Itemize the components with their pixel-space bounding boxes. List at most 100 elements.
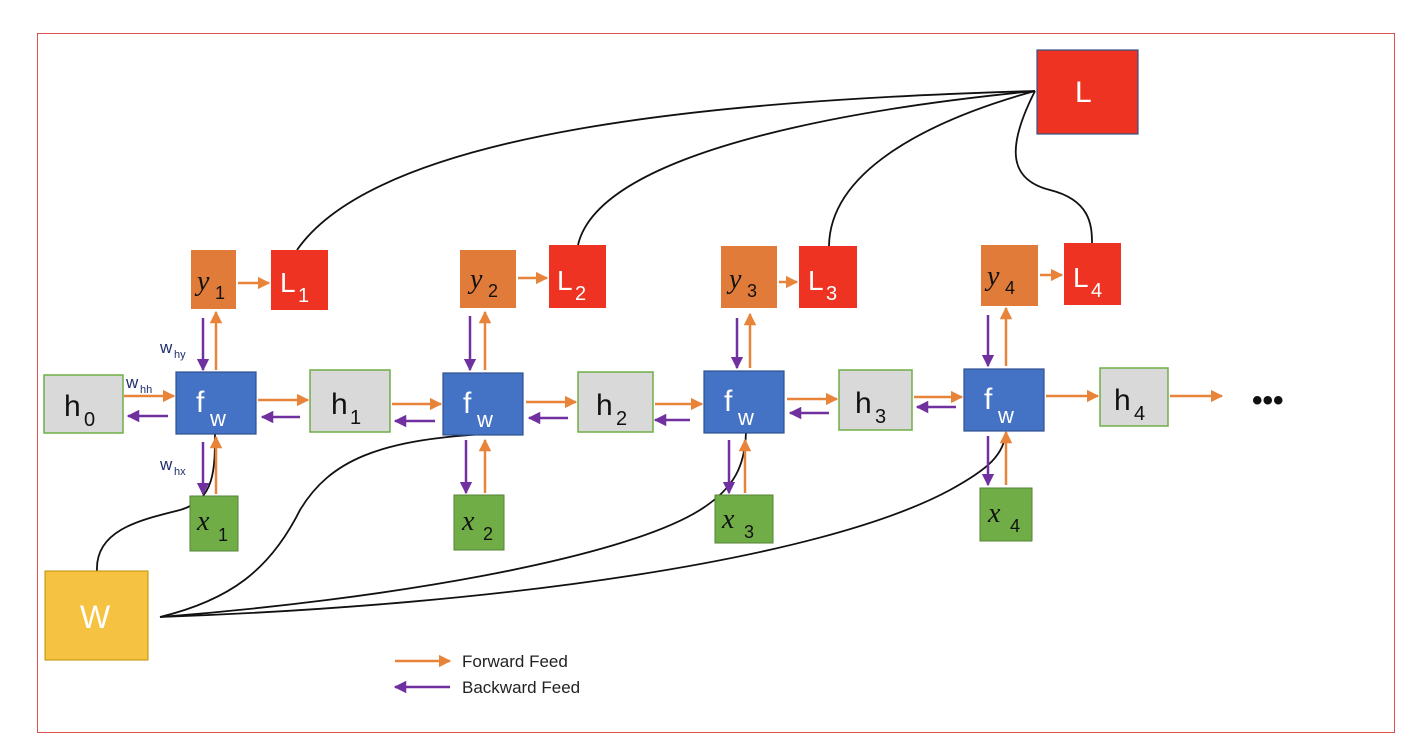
weight-label-whx: w hx: [159, 455, 186, 478]
y1-subscript: 1: [215, 283, 225, 303]
x4-label: x: [987, 498, 1001, 529]
curve-total-loss-to-l3: [828, 90, 1036, 247]
weights-label: W: [80, 599, 111, 635]
rnn-cell-fw2: f w: [442, 372, 524, 436]
y3-subscript: 3: [747, 281, 757, 301]
l1-label: L: [280, 267, 296, 298]
y1-label: y: [194, 266, 210, 297]
curve-w-to-fw4: [159, 431, 1007, 618]
vertical-arrows: [196, 306, 1013, 496]
x2-label: x: [461, 506, 475, 537]
x3-label: x: [721, 504, 735, 535]
loss-l3: L 3: [799, 246, 857, 308]
hidden-state-h2: h 2: [577, 371, 654, 433]
why-subscript: hy: [174, 349, 186, 361]
h4-subscript: 4: [1134, 403, 1145, 425]
curve-total-loss-to-l2: [577, 90, 1036, 246]
fw4-label: f: [984, 383, 993, 416]
total-loss: L: [1036, 49, 1139, 135]
y3-label: y: [726, 264, 742, 295]
output-y4: y 4: [981, 245, 1038, 306]
connection-curves: [96, 90, 1093, 618]
y4-label: y: [984, 261, 1000, 292]
outputs: y 1 y 2 y 3 y 4: [191, 245, 1038, 309]
loss-l4: L 4: [1064, 243, 1121, 305]
inputs: x 1 x 2 x 3 x 4: [189, 487, 1033, 552]
hidden-state-h3: h 3: [838, 369, 913, 431]
output-y1: y 1: [191, 250, 236, 309]
l3-subscript: 3: [826, 283, 837, 305]
x4-subscript: 4: [1010, 516, 1020, 536]
why-label: w: [159, 338, 173, 357]
h0-label: h: [64, 390, 81, 423]
y2-label: y: [467, 264, 483, 295]
l1-subscript: 1: [298, 285, 309, 307]
curve-total-loss-to-l1: [296, 90, 1036, 251]
step-losses: L 1 L 2 L 3 L 4: [271, 243, 1121, 310]
rnn-cell-fw4: f w: [963, 368, 1045, 432]
x1-subscript: 1: [218, 525, 228, 545]
curve-w-to-fw1: [96, 431, 216, 572]
h2-label: h: [596, 389, 613, 422]
horizontal-arrows: [124, 268, 1224, 428]
whh-label: w: [125, 373, 139, 392]
l3-label: L: [808, 265, 824, 296]
sequence-ellipsis: •••: [1252, 384, 1284, 417]
h3-subscript: 3: [875, 406, 886, 428]
weight-labels: w hy w hh w hx: [125, 338, 186, 478]
fw1-label: f: [196, 386, 205, 419]
l2-label: L: [557, 265, 573, 296]
fw2-label: f: [463, 387, 472, 420]
input-x2: x 2: [453, 494, 505, 551]
l4-subscript: 4: [1091, 280, 1102, 302]
total-loss-label: L: [1075, 76, 1092, 109]
curve-w-to-fw3: [159, 431, 747, 618]
h2-subscript: 2: [616, 408, 627, 430]
l4-label: L: [1073, 262, 1089, 293]
fw3-label: f: [724, 385, 733, 418]
weight-label-whh: w hh: [125, 373, 152, 396]
y4-subscript: 4: [1005, 278, 1015, 298]
hidden-state-h0: h 0: [43, 374, 124, 434]
rnn-cells: f w f w f w f w: [175, 368, 1045, 436]
fw4-subscript: w: [997, 403, 1014, 428]
x3-subscript: 3: [744, 522, 754, 542]
y2-subscript: 2: [488, 281, 498, 301]
curve-w-to-fw2: [159, 433, 486, 618]
h0-subscript: 0: [84, 409, 95, 431]
whh-subscript: hh: [140, 384, 152, 396]
x2-subscript: 2: [483, 524, 493, 544]
legend-forward-label: Forward Feed: [462, 652, 568, 671]
output-y3: y 3: [721, 246, 777, 308]
fw1-subscript: w: [209, 406, 226, 431]
loss-l2: L 2: [549, 245, 606, 308]
legend-backward-label: Backward Feed: [462, 678, 580, 697]
curve-total-loss-to-l4: [1014, 90, 1093, 244]
h3-label: h: [855, 387, 872, 420]
hidden-states: h 0 h 1 h 2 h 3 h 4 •••: [43, 367, 1284, 434]
input-x4: x 4: [979, 487, 1033, 542]
rnn-cell-fw3: f w: [703, 370, 785, 434]
loss-l1: L 1: [271, 250, 328, 310]
legend: Forward Feed Backward Feed: [393, 652, 580, 697]
input-x3: x 3: [714, 494, 774, 544]
output-y2: y 2: [460, 250, 516, 308]
rnn-cell-fw1: f w: [175, 371, 257, 435]
l2-subscript: 2: [575, 283, 586, 305]
whx-subscript: hx: [174, 466, 186, 478]
input-x1: x 1: [189, 495, 239, 552]
diagram-frame: [37, 33, 1395, 733]
h4-label: h: [1114, 384, 1131, 417]
whx-label: w: [159, 455, 173, 474]
shared-weights: W: [44, 570, 149, 661]
x1-label: x: [196, 506, 210, 537]
h1-subscript: 1: [350, 407, 361, 429]
fw2-subscript: w: [476, 407, 493, 432]
fw3-subscript: w: [737, 405, 754, 430]
weight-label-why: w hy: [159, 338, 186, 361]
hidden-state-h4: h 4: [1099, 367, 1169, 427]
hidden-state-h1: h 1: [309, 369, 391, 433]
h1-label: h: [331, 388, 348, 421]
